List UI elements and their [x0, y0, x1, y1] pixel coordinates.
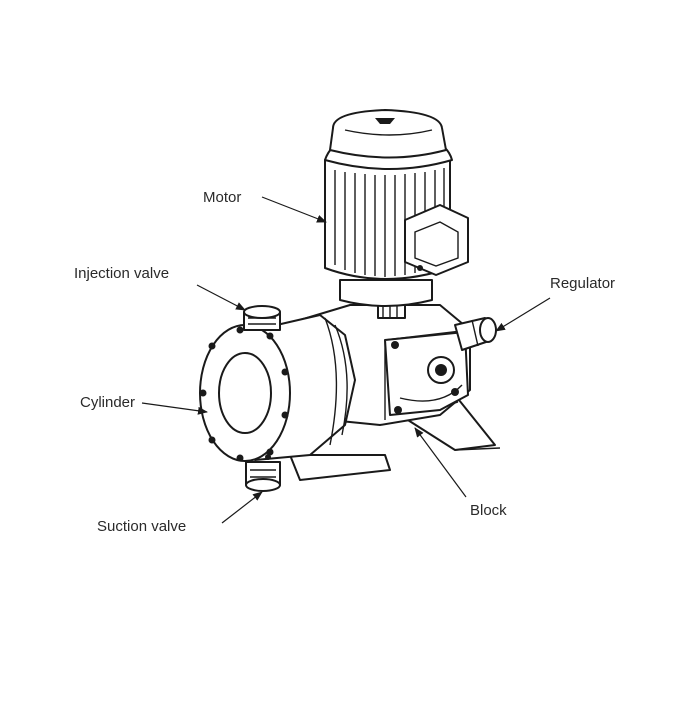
label-motor: Motor: [203, 189, 242, 206]
label-block: Block: [470, 502, 507, 519]
regulator-knob: [454, 317, 497, 351]
injection-valve: [243, 305, 281, 331]
label-suction-valve: Suction valve: [97, 518, 187, 535]
suction-valve: [245, 454, 281, 492]
label-injection-valve: Injection valve: [74, 265, 170, 282]
motor: [324, 109, 469, 307]
motor-leader: [261, 196, 327, 223]
injection-valve-leader: [196, 284, 246, 311]
suction-valve-leader: [221, 491, 263, 524]
label-regulator: Regulator: [550, 275, 616, 292]
leader-lines: [141, 196, 551, 524]
label-cylinder: Cylinder: [80, 394, 136, 411]
cylinder: [199, 314, 356, 462]
regulator-leader: [495, 297, 551, 332]
cylinder-leader: [141, 402, 208, 415]
block-leader: [414, 427, 467, 498]
